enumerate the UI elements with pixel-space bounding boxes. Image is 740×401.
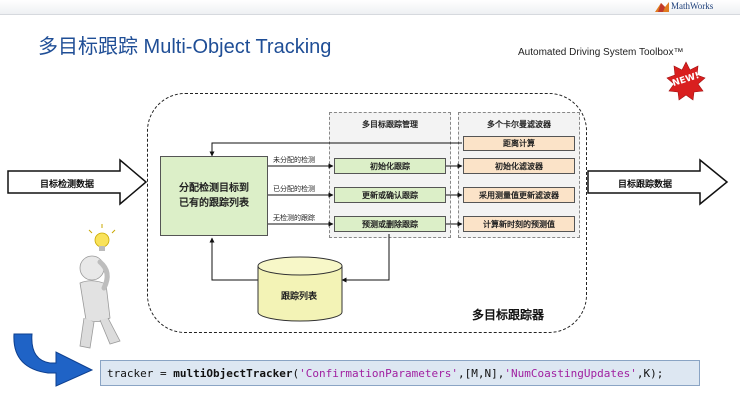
predict-new-time-box: 计算新时刻的预测值	[463, 216, 575, 232]
code-string-1: 'ConfirmationParameters'	[299, 366, 459, 380]
edge-label-no-detection: 无检测的跟踪	[273, 214, 315, 222]
code-open: (	[292, 366, 300, 380]
multi-object-tracker-label: 多目标跟踪器	[472, 308, 545, 322]
code-snippet: tracker = multiObjectTracker('Confirmati…	[100, 360, 700, 386]
toolbox-name: Automated Driving System Toolbox™	[518, 47, 684, 58]
top-bar	[0, 0, 740, 15]
input-detections-label: 目标检测数据	[40, 180, 95, 190]
distance-calc-box: 距离计算	[463, 136, 575, 151]
assign-detections-line-1: 分配检测目标到	[179, 183, 249, 194]
slide-title: 多目标跟踪 Multi-Object Tracking	[38, 36, 332, 58]
assign-detections-box: 分配检测目标到 已有的跟踪列表	[160, 156, 268, 236]
track-list-label: 跟踪列表	[280, 292, 317, 302]
code-string-2: 'NumCoastingUpdates'	[504, 366, 637, 380]
kalman-filter-title: 多个卡尔曼滤波器	[487, 120, 551, 129]
code-mid: ,[M,N],	[458, 366, 505, 380]
code-close: ,K);	[636, 366, 664, 380]
predict-delete-track-box: 预测或删除跟踪	[334, 216, 446, 232]
mathworks-logo-text: MathWorks	[671, 1, 714, 11]
track-management-title: 多目标跟踪管理	[362, 120, 418, 129]
code-function: multiObjectTracker	[173, 366, 293, 380]
tracker-boundary	[147, 93, 587, 333]
assign-detections-line-2: 已有的跟踪列表	[179, 198, 249, 209]
output-tracks-label: 目标跟踪数据	[618, 180, 673, 190]
initialize-filter-box: 初始化滤波器	[463, 158, 575, 174]
edge-label-unassigned: 未分配的检测	[273, 156, 315, 164]
update-filter-box: 采用测量值更新滤波器	[463, 187, 575, 203]
initialize-track-box: 初始化跟踪	[334, 158, 446, 174]
new-badge-text: NEW!	[671, 70, 701, 90]
code-var: tracker =	[107, 366, 174, 380]
update-confirm-track-box: 更新或确认跟踪	[334, 187, 446, 203]
edge-label-assigned: 已分配的检测	[273, 185, 315, 193]
